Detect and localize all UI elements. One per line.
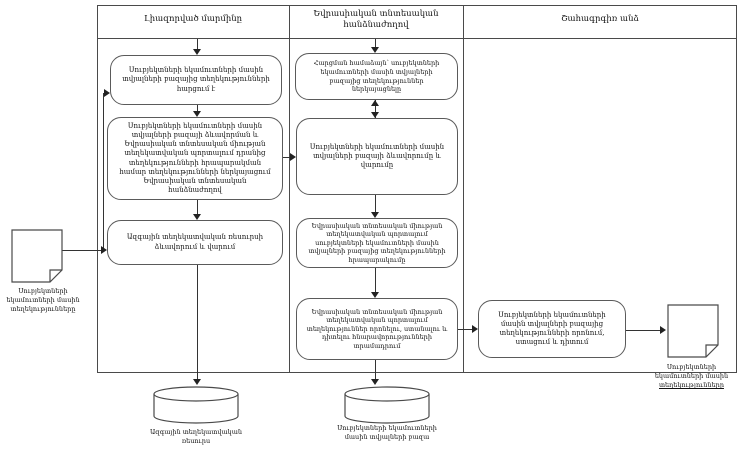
document-input xyxy=(10,228,64,284)
step-provide-portal-capabilities: Եվրասիական տնտեսական միության տեղեկատվակ… xyxy=(296,298,458,360)
database-cylinder-icon xyxy=(153,386,239,424)
lane-title-authorized-body: Լիազորված մարմինը xyxy=(143,14,243,24)
arrowhead xyxy=(472,325,478,333)
database-cylinder-icon xyxy=(344,386,430,424)
connector-l1-b3-datastore xyxy=(197,265,198,379)
connector-doc-to-b3 xyxy=(62,250,101,251)
arrowhead xyxy=(371,212,379,218)
arrowhead xyxy=(101,246,107,254)
document-input-label: Սուբյեկտների եկամուտների մասին տեղեկությ… xyxy=(6,287,80,314)
arrowhead xyxy=(104,89,110,97)
connector-l2-b4-datastore xyxy=(375,360,376,379)
datastore-national-resource xyxy=(152,385,240,425)
connector-l1-b2-b3 xyxy=(197,200,198,214)
step-request-info-from-database: Սուբյեկտների եկամուտների մասին տվյալների… xyxy=(110,55,282,105)
arrowhead xyxy=(371,47,379,53)
arrowhead xyxy=(660,326,666,334)
connector-l1-b1-b2 xyxy=(197,105,198,111)
connector-l3b1-doc xyxy=(626,330,660,331)
connector-l1b2-l2b2 xyxy=(283,157,290,158)
document-icon xyxy=(11,229,63,283)
document-icon xyxy=(667,304,719,358)
connector-l2b4-l3b1 xyxy=(458,329,472,330)
datastore-subjects-database-label: Սուբյեկտների եկամուտների մասին տվյալների… xyxy=(337,424,437,442)
lane-title-eec: Եվրասիական տնտեսական հանձնաժողով xyxy=(313,9,439,30)
connector-l2-b2-b3 xyxy=(375,195,376,212)
arrowhead xyxy=(371,100,379,106)
step-maintain-national-resource: Ազգային տեղեկատվական ռեսուրսի ձևավորում … xyxy=(107,220,283,265)
datastore-subjects-database xyxy=(343,385,431,425)
step-search-receive-view-info: Սուբյեկտների եկամուտների մասին տվյալների… xyxy=(478,300,626,358)
arrowhead xyxy=(371,292,379,298)
connector-feedback-rail xyxy=(103,93,104,250)
step-provide-info-on-request: Հարցման համաձայն՝ սուբյեկտների եկամուտնե… xyxy=(295,53,458,100)
document-output-label-text: Սուբյեկտների եկամուտների մասին xyxy=(654,363,729,381)
arrowhead xyxy=(193,49,201,55)
lane-divider-2 xyxy=(463,5,464,373)
document-output-label-underlined: տեղեկությունները xyxy=(659,381,724,390)
datastore-national-resource-label: Ազգային տեղեկատվական ռեսուրս xyxy=(149,428,243,446)
arrowhead xyxy=(371,379,379,385)
connector-start-lane1 xyxy=(197,39,198,49)
document-output xyxy=(666,303,720,359)
arrowhead xyxy=(193,111,201,117)
connector-start-lane2 xyxy=(375,39,376,47)
arrowhead xyxy=(193,379,201,385)
arrowhead xyxy=(290,153,296,161)
connector-l2-b3-b4 xyxy=(375,268,376,292)
swimlane-container xyxy=(97,5,737,373)
connector-l2-b1-b2 xyxy=(375,100,376,118)
arrowhead xyxy=(371,112,379,118)
lane-header-divider xyxy=(97,38,737,39)
step-form-maintain-database: Սուբյեկտների եկամուտների մասին տվյալների… xyxy=(296,118,458,195)
step-publish-info-on-portal: Եվրասիական տնտեսական միության տեղեկատվակ… xyxy=(296,218,458,268)
document-output-label: Սուբյեկտների եկամուտների մասին տեղեկությ… xyxy=(643,363,740,390)
lane-title-interested-person: Շահագրգիռ անձ xyxy=(561,14,639,24)
arrowhead xyxy=(193,214,201,220)
lane-divider-1 xyxy=(289,5,290,373)
step-submit-info-to-eec: Սուբյեկտների եկամուտների մասին տվյալների… xyxy=(107,117,283,200)
